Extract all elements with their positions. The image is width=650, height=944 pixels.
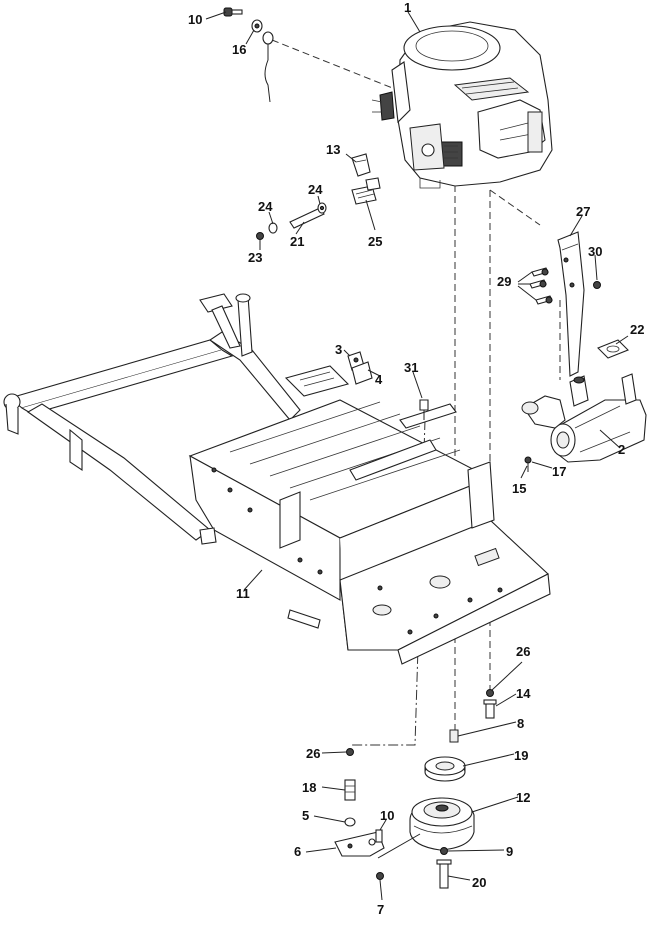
callout-1: 1: [404, 0, 411, 15]
bushing-part-5: [344, 817, 356, 827]
gasket-part-22: [597, 339, 629, 359]
nut-part-7: [376, 872, 384, 880]
callout-26-right: 26: [516, 644, 530, 659]
frame-part-11: [3, 293, 551, 665]
callout-24-left: 24: [258, 199, 273, 214]
callout-12: 12: [516, 790, 530, 805]
callout-30: 30: [588, 244, 602, 259]
nut-part-30: [593, 281, 601, 289]
bracket-part-6: [334, 831, 385, 857]
callout-labels: 1 2 3 4 5 6 7 8 9 10 10 11 12 13 14 15 1…: [188, 0, 644, 917]
ground-wire: [262, 31, 274, 103]
washer-part-24-left: [268, 222, 278, 234]
nut-part-23: [256, 232, 264, 240]
fitting-part-25: [351, 177, 381, 205]
bolt-part-20: [436, 859, 452, 889]
key-part-8: [449, 729, 459, 743]
washer-part-24-right: [317, 202, 327, 214]
callout-19: 19: [514, 748, 528, 763]
clip-part-13: [351, 153, 371, 177]
callout-4: 4: [375, 372, 383, 387]
clutch-part-12: [409, 797, 475, 851]
callout-24-right: 24: [308, 182, 323, 197]
washer-part-9: [440, 847, 448, 855]
callout-22: 22: [630, 322, 644, 337]
callout-18: 18: [302, 780, 316, 795]
bolt-part-31: [419, 399, 429, 420]
pin-part-21: [289, 207, 325, 229]
callout-11: 11: [236, 586, 250, 601]
washer-part-16: [251, 19, 263, 33]
muffler-bracket-part-27: [557, 231, 585, 377]
engine-part: [371, 21, 553, 189]
leader-lines: [205, 11, 629, 901]
callout-15: 15: [512, 481, 526, 496]
bracket-part-4: [351, 361, 373, 385]
callout-26-left: 26: [306, 746, 320, 761]
callout-20: 20: [472, 875, 486, 890]
callout-3: 3: [335, 342, 342, 357]
bolt-part-10-top: [223, 7, 243, 17]
callout-31: 31: [404, 360, 418, 375]
callout-7: 7: [377, 902, 384, 917]
callout-5: 5: [302, 808, 309, 823]
callout-8: 8: [517, 716, 524, 731]
callout-9: 9: [506, 844, 513, 859]
callout-14: 14: [516, 686, 531, 701]
fastener-part-15-17: [524, 456, 532, 472]
muffler-part-2: [521, 373, 647, 463]
callout-27: 27: [576, 204, 590, 219]
callout-21: 21: [290, 234, 304, 249]
bolt-part-14: [483, 699, 497, 719]
spacer-part-18: [344, 779, 356, 801]
callout-2: 2: [618, 442, 625, 457]
callout-16: 16: [232, 42, 246, 57]
callout-10-top: 10: [188, 12, 202, 27]
callout-10-bottom: 10: [380, 808, 394, 823]
callout-29: 29: [497, 274, 511, 289]
bolt-part-10-bottom: [375, 829, 383, 843]
nut-part-26-left: [346, 748, 354, 756]
callout-13: 13: [326, 142, 340, 157]
bolts-part-29: [529, 267, 553, 305]
callout-6: 6: [294, 844, 301, 859]
callout-25: 25: [368, 234, 382, 249]
callout-17: 17: [552, 464, 566, 479]
nut-part-26-right: [486, 689, 494, 697]
callout-23: 23: [248, 250, 262, 265]
pulley-part-19: [424, 756, 466, 782]
